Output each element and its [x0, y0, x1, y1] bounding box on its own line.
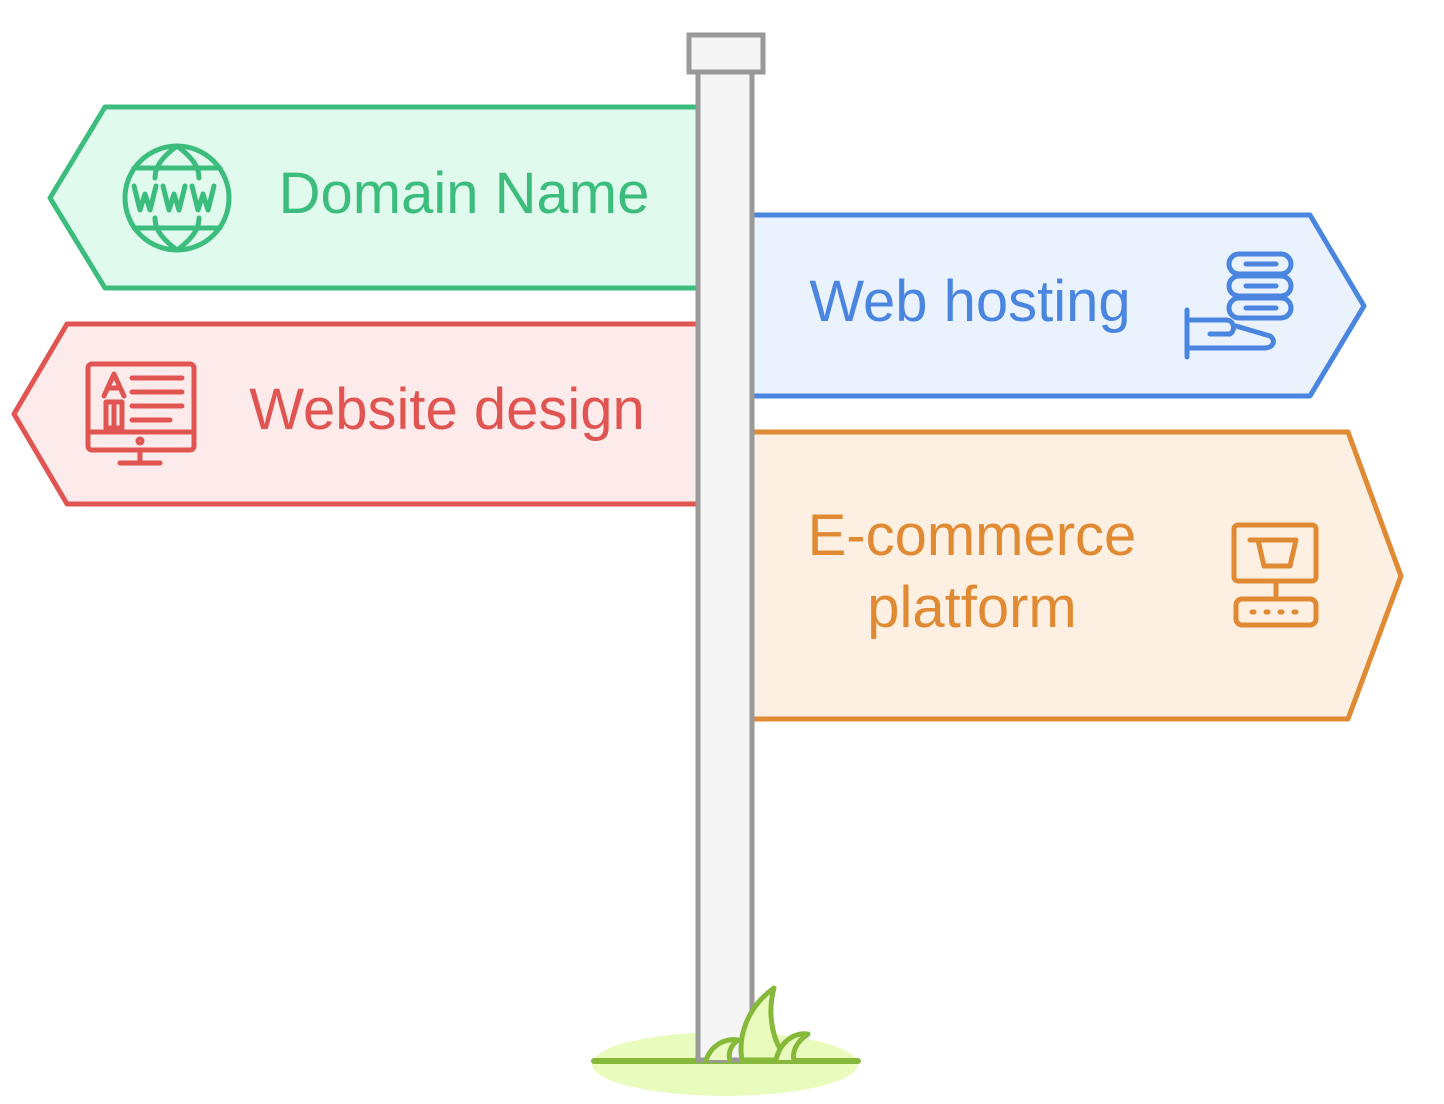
- sign-label-line: platform: [867, 575, 1077, 640]
- sign-label-line: Website design: [249, 377, 645, 442]
- sign-web-hosting: Web hosting: [722, 212, 1367, 399]
- sign-domain-name: Domain Name: [47, 104, 728, 291]
- signpost-pole: [686, 32, 766, 1063]
- sign-ecommerce-platform: E-commerce platform: [722, 429, 1404, 722]
- www-globe-icon: [122, 143, 232, 253]
- sign-label: Domain Name: [279, 161, 650, 226]
- sign-label: Website design: [249, 377, 645, 442]
- sign-label-line: Domain Name: [279, 161, 650, 226]
- sign-label-line: E-commerce: [808, 503, 1137, 568]
- pole: [695, 57, 755, 1063]
- grass-blades: [703, 985, 811, 1063]
- sign-website-design: Website design: [11, 321, 728, 507]
- pole-cap: [686, 32, 766, 75]
- sign-label: Web hosting: [809, 269, 1130, 334]
- design-monitor-icon: [85, 361, 197, 466]
- sign-label: E-commerce platform: [808, 503, 1153, 640]
- sign-label-line: Web hosting: [809, 269, 1130, 334]
- server-hand-icon: [1184, 251, 1294, 360]
- shopping-cart-computer-icon: [1231, 522, 1319, 628]
